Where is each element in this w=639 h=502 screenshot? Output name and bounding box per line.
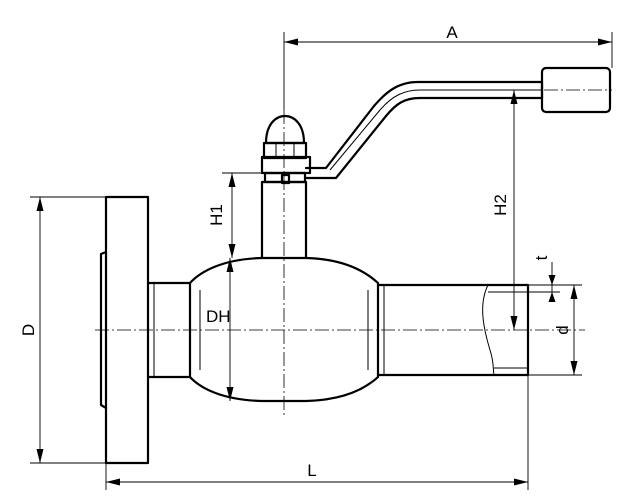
center-lines — [95, 89, 612, 415]
right-pipe — [376, 283, 530, 377]
dim-d-label: D — [19, 324, 38, 336]
dim-h1-label: H1 — [207, 204, 226, 226]
handle-clamp — [260, 155, 312, 175]
dim-h1-arrow-bottom — [228, 244, 236, 258]
lever-arm-centerline — [329, 89, 542, 171]
dimension-dh: DH — [206, 258, 234, 401]
dim-l-arrow-left — [106, 478, 120, 486]
dim-h2-arrow-bottom — [510, 316, 518, 330]
stem-head — [260, 114, 312, 185]
valve-body — [188, 256, 380, 403]
pipe-break-line — [482, 284, 495, 376]
dome-cap — [264, 114, 306, 145]
lever-grip — [540, 66, 612, 114]
lock-pin — [280, 173, 291, 185]
dim-d-arrow-top — [36, 197, 44, 211]
flange-raised-face — [99, 250, 108, 410]
dim-dpipe-label: d — [553, 325, 572, 334]
dim-h1-arrow-top — [228, 173, 236, 187]
dim-dh-label: DH — [206, 307, 231, 326]
dim-a-label: A — [446, 23, 458, 42]
dim-h2-arrow-top — [510, 90, 518, 104]
dim-a-arrow-right — [598, 38, 612, 46]
dim-t-arrow-bottom — [548, 292, 556, 302]
dim-l-arrow-right — [514, 478, 528, 486]
dimension-d-flange: D — [19, 196, 106, 464]
dim-a-arrow-left — [284, 38, 298, 46]
lever-arm — [304, 80, 544, 180]
left-neck — [146, 281, 192, 379]
dim-d-arrow-bottom — [36, 449, 44, 463]
dimension-t: t — [528, 255, 560, 302]
flange — [99, 195, 150, 465]
dimension-a: A — [283, 23, 613, 110]
dimension-h2: H2 — [491, 90, 518, 330]
dim-dh-arrow-bottom — [226, 387, 234, 401]
body-outline — [188, 256, 380, 403]
dim-l-label: L — [307, 461, 316, 480]
left-neck-outline — [146, 281, 192, 379]
dim-t-label: t — [532, 255, 551, 260]
lever-handle — [304, 66, 612, 180]
dim-h2-label: H2 — [491, 194, 510, 216]
right-pipe-outline — [376, 283, 530, 377]
dimension-h1: H1 — [207, 172, 262, 258]
dim-dpipe-arrow-bottom — [570, 361, 578, 375]
hex-nut — [262, 141, 308, 160]
dim-dh-arrow-top — [226, 258, 234, 272]
dim-t-arrow-top — [548, 275, 556, 285]
dim-dpipe-arrow-top — [570, 285, 578, 299]
dimension-l: L — [105, 375, 529, 490]
dimension-d-pipe: d — [528, 284, 582, 376]
